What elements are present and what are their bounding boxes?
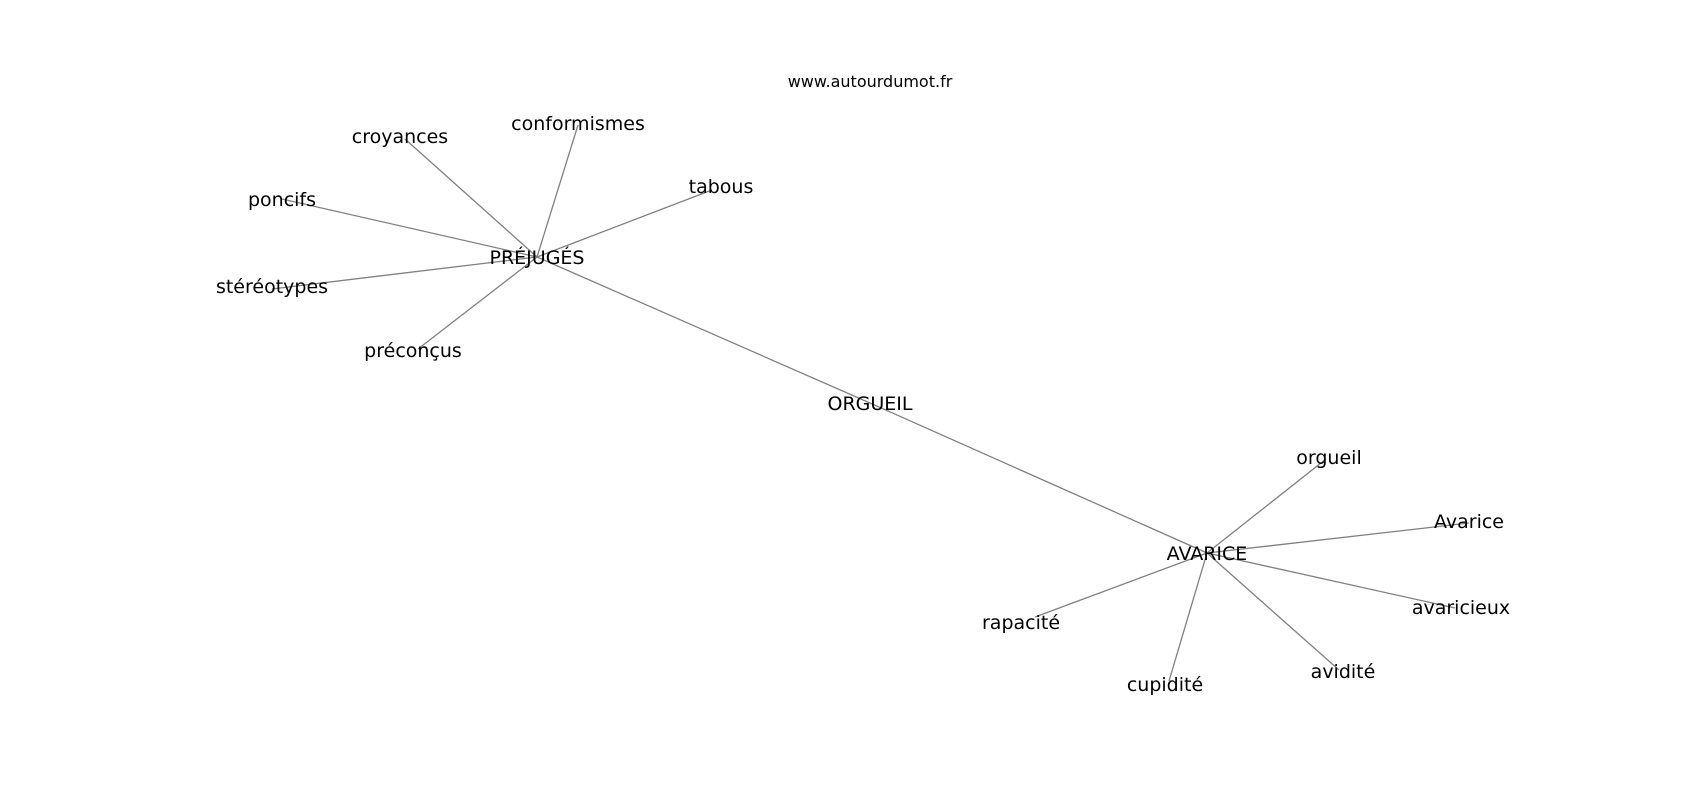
edge-hub-0-leaf-2: [536, 189, 713, 258]
edge-hub-0-leaf-3: [281, 198, 538, 258]
edge-hub-1-leaf-3: [1206, 552, 1340, 671]
hub-node-label: AVARICE: [1167, 543, 1248, 565]
leaf-node-label: cupidité: [1127, 674, 1203, 696]
edge-hub-1-leaf-2: [1206, 552, 1456, 609]
edge-hub-1-leaf-5: [1034, 552, 1208, 618]
edges-layer: [271, 124, 1470, 682]
leaf-node-label: avidité: [1311, 661, 1376, 683]
edge-center-hub-1: [869, 402, 1208, 554]
leaf-node-label: Avarice: [1434, 511, 1504, 533]
edge-hub-1-leaf-4: [1168, 552, 1208, 682]
edge-hub-1-leaf-0: [1206, 458, 1327, 554]
leaf-node-label: avaricieux: [1412, 597, 1510, 619]
leaf-node-label: préconçus: [364, 340, 462, 362]
leaf-node-label: tabous: [689, 176, 754, 198]
edge-hub-0-leaf-4: [271, 256, 538, 290]
center-node-label: ORGUEIL: [828, 393, 913, 415]
leaf-node-label: stéréotypes: [216, 276, 328, 298]
edge-center-hub-0: [536, 256, 871, 404]
hub-node-label: PRÉJUGÉS: [490, 246, 585, 269]
leaf-node-label: rapacité: [982, 612, 1060, 634]
edge-hub-0-leaf-0: [404, 138, 538, 258]
leaf-node-label: poncifs: [248, 189, 316, 211]
leaf-node-label: orgueil: [1296, 447, 1361, 469]
edge-hub-1-leaf-1: [1206, 522, 1470, 554]
edge-hub-0-leaf-5: [417, 256, 538, 350]
source-label: www.autourdumot.fr: [788, 72, 953, 91]
labels-layer: www.autourdumot.fr ORGUEIL PRÉJUGÉS croyan…: [216, 72, 1510, 696]
leaf-node-label: croyances: [352, 126, 448, 148]
leaf-node-label: conformismes: [511, 113, 645, 135]
edge-hub-0-leaf-1: [536, 124, 579, 258]
